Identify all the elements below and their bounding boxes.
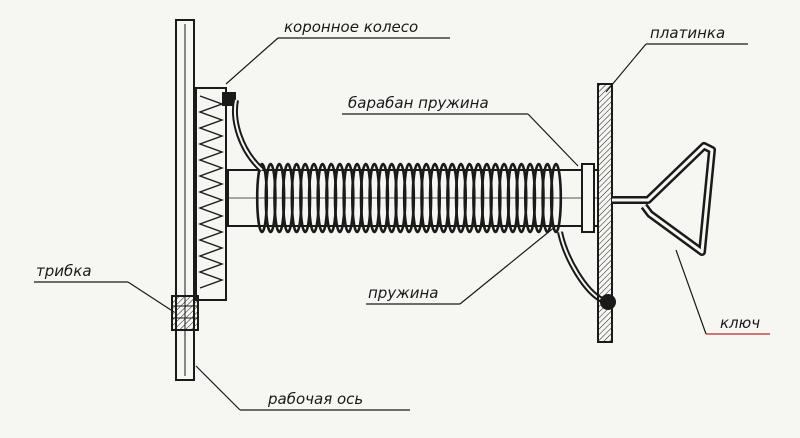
crown-wheel	[195, 87, 236, 301]
leader-lines	[34, 37, 770, 411]
plate	[597, 83, 613, 343]
spring-coils	[255, 162, 563, 234]
label-crown-wheel: коронное колесо	[284, 18, 419, 36]
label-key: ключ	[720, 314, 761, 332]
working-axis	[175, 19, 195, 381]
label-plate: платинка	[650, 24, 726, 42]
spring-coil	[549, 162, 563, 234]
key	[612, 142, 716, 256]
label-spring: пружина	[368, 284, 439, 302]
label-pinion: трибка	[36, 262, 92, 280]
label-barrel-spring: барабан пружина	[348, 94, 489, 112]
pinion	[171, 295, 199, 331]
label-working-axis: рабочая ось	[268, 390, 364, 408]
